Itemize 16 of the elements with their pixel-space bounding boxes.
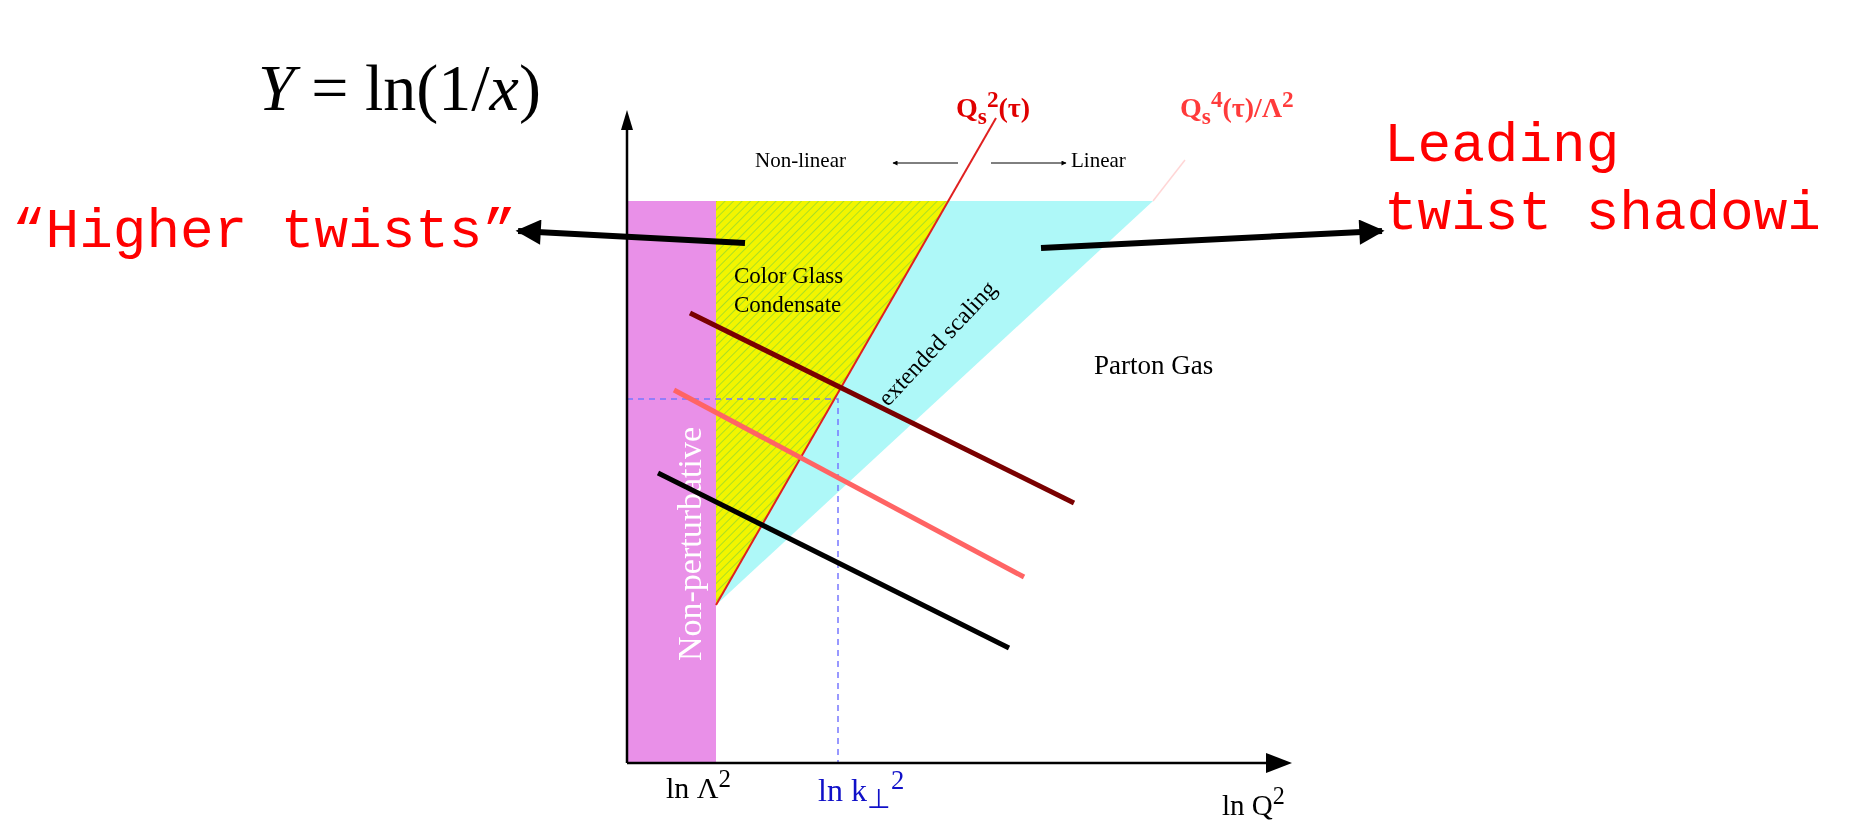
annotation-text: Leading <box>1384 113 1621 180</box>
region-label: Parton Gas <box>1094 350 1214 381</box>
curve-label: Q$_{s}$$^{2}$(τ) <box>956 86 1031 130</box>
region-band <box>627 262 716 763</box>
region-label: Color Glass Condensate <box>734 262 845 319</box>
formula: Y = ln(1/x) <box>258 50 541 126</box>
curve-label: Q$_{s}$$^{4}$(τ)/Λ$^{2}$ <box>1180 86 1294 130</box>
direction-label: Linear <box>1071 148 1126 173</box>
axis-tick-label: ln Λ$^{2}$ <box>666 765 732 805</box>
arrow <box>1040 219 1385 251</box>
region-label: Non-perturbative <box>669 426 709 662</box>
arrow <box>515 219 746 246</box>
direction-label: Non-linear <box>755 148 846 173</box>
annotation-text: twist shadowi <box>1384 181 1821 248</box>
axis-title: ln Q$^{2}$ <box>1222 782 1285 822</box>
annotation-text: “Higher twists” <box>12 199 517 265</box>
